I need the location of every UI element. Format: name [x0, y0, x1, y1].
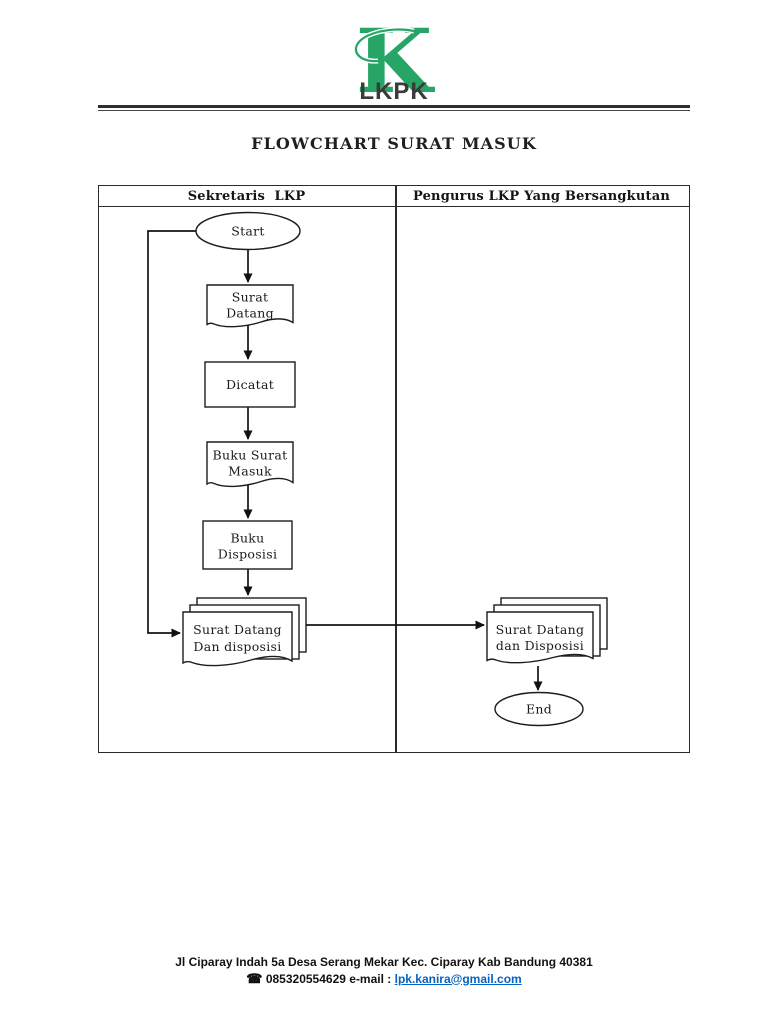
- header-rule-thin: [98, 110, 690, 111]
- document-surat-datang: Surat Datang: [206, 284, 294, 328]
- stack-left-line2: Dan disposisi: [193, 639, 281, 654]
- lane-divider: [395, 186, 397, 752]
- footer-email-label: e-mail :: [349, 971, 392, 986]
- logo-brand-row: LKPK: [98, 79, 690, 104]
- terminator-end: End: [494, 691, 584, 727]
- logo-brand-text: LKPK: [359, 78, 429, 105]
- surat-datang-line1: Surat: [232, 290, 269, 305]
- company-logo: K: [328, 9, 460, 113]
- stack-right-line1: Surat Datang: [496, 622, 585, 637]
- dicatat-label: Dicatat: [226, 377, 274, 392]
- surat-datang-line2: Datang: [226, 306, 274, 321]
- logo-swoosh-icon: [354, 28, 416, 63]
- terminator-start: Start: [195, 211, 301, 251]
- buku-surat-masuk-line2: Masuk: [228, 464, 272, 479]
- buku-disposisi-line1: Buku: [230, 531, 264, 546]
- lane-header-pengurus: Pengurus LKP Yang Bersangkutan: [412, 188, 671, 204]
- header-rule-thick: [98, 105, 690, 108]
- footer-phone: 085320554629: [265, 971, 346, 986]
- stack-right-line2: dan Disposisi: [496, 638, 584, 653]
- stack-left-sheet-front: [182, 611, 293, 667]
- end-label: End: [526, 702, 552, 717]
- stack-left-line1: Surat Datang: [193, 622, 282, 637]
- phone-icon: ☎: [246, 970, 263, 986]
- buku-surat-masuk-line1: Buku Surat: [213, 448, 288, 463]
- swimlane-table: Sekretaris LKP Pengurus LKP Yang Bersang…: [98, 185, 690, 753]
- buku-disposisi-line2: Disposisi: [218, 547, 278, 562]
- process-buku-disposisi: Buku Disposisi: [202, 520, 293, 570]
- start-label: Start: [231, 224, 265, 239]
- page-title: FLOWCHART SURAT MASUK: [251, 134, 537, 153]
- footer-contact-line: ☎ 085320554629 e-mail : lpk.kanira@gmail…: [0, 971, 768, 988]
- swimlane-header-row: Sekretaris LKP Pengurus LKP Yang Bersang…: [99, 186, 689, 207]
- footer-address: Jl Ciparay Indah 5a Desa Serang Mekar Ke…: [175, 955, 593, 969]
- lane-header-sekretaris: Sekretaris LKP: [187, 188, 306, 204]
- process-dicatat: Dicatat: [204, 361, 296, 408]
- footer-email-link[interactable]: lpk.kanira@gmail.com: [394, 971, 522, 986]
- multidocument-surat-datang-disposisi-right: Surat Datang dan Disposisi: [486, 597, 608, 664]
- stack-right-sheet-front: [486, 611, 594, 664]
- footer: Jl Ciparay Indah 5a Desa Serang Mekar Ke…: [0, 955, 768, 987]
- multidocument-surat-datang-disposisi-left: Surat Datang Dan disposisi: [182, 597, 307, 667]
- loopback-connector: [147, 230, 196, 638]
- document-buku-surat-masuk: Buku Surat Masuk: [206, 441, 294, 488]
- flowchart-canvas: Start Surat Datang Dicatat Buku Surat Ma…: [147, 211, 608, 727]
